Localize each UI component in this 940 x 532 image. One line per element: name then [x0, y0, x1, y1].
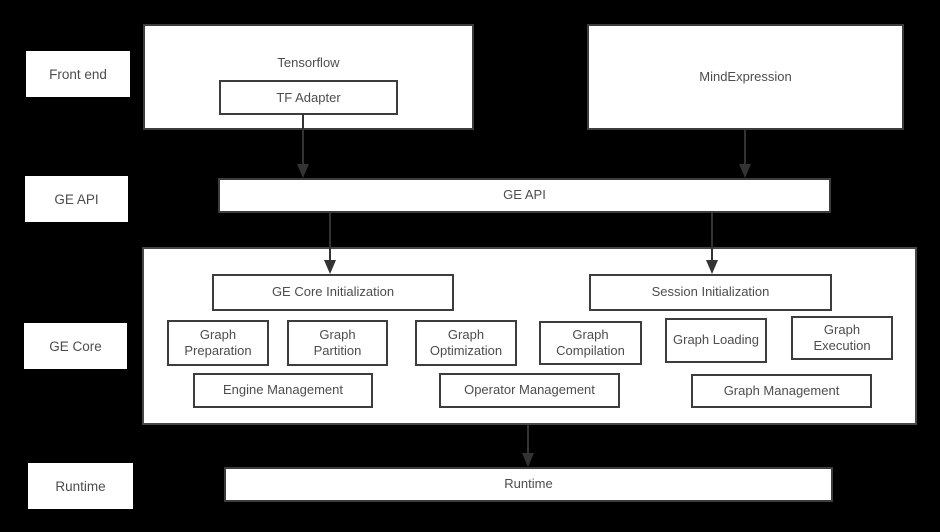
graph-preparation-label: Graph Preparation	[184, 326, 252, 358]
graph-loading-box: Graph Loading	[665, 318, 767, 363]
graph-execution-label: Graph Execution	[813, 321, 871, 353]
row-label-runtime: Runtime	[28, 463, 133, 509]
arrow-ge-core-to-runtime	[522, 425, 534, 467]
arrow-head-icon	[297, 164, 309, 178]
session-initialization-box: Session Initialization	[589, 274, 832, 311]
graph-compilation-label: Graph Compilation	[556, 326, 625, 358]
arrow-shaft	[711, 213, 713, 260]
graph-optimization-box: Graph Optimization	[415, 320, 517, 366]
arrow-head-icon	[522, 453, 534, 467]
arrow-ge-api-to-ge-core-initialization	[324, 213, 336, 274]
row-label-ge-core: GE Core	[24, 323, 127, 369]
graph-compilation-box: Graph Compilation	[539, 321, 642, 365]
operator-management-label: Operator Management	[464, 382, 595, 398]
arrow-head-icon	[706, 260, 718, 274]
row-label-front-end: Front end	[26, 51, 130, 97]
graph-preparation-box: Graph Preparation	[167, 320, 269, 366]
tf-adapter-box: TF Adapter	[219, 80, 398, 116]
engine-management-box: Engine Management	[193, 373, 373, 408]
ge-api-bar: GE API	[218, 178, 831, 213]
mindexpression-label: MindExpression	[699, 68, 792, 84]
ge-core-initialization-label: GE Core Initialization	[271, 284, 395, 300]
ge-api-label: GE API	[503, 187, 546, 203]
tf-adapter-label: TF Adapter	[276, 89, 341, 105]
arrow-tf-adapter-to-ge-api	[297, 114, 309, 178]
runtime-bar: Runtime	[224, 467, 833, 502]
session-initialization-label: Session Initialization	[651, 284, 770, 300]
arrow-shaft	[329, 213, 331, 260]
graph-management-label: Graph Management	[723, 382, 840, 398]
runtime-label: Runtime	[504, 476, 553, 492]
graph-loading-label: Graph Loading	[673, 332, 760, 348]
graph-management-box: Graph Management	[691, 374, 872, 408]
ge-core-initialization-box: GE Core Initialization	[212, 274, 454, 311]
graph-execution-box: Graph Execution	[791, 316, 893, 360]
row-label-ge-api: GE API	[25, 176, 128, 222]
engine-management-label: Engine Management	[223, 382, 343, 398]
graph-partition-label: Graph Partition	[313, 326, 362, 358]
arrow-shaft	[744, 130, 746, 164]
operator-management-box: Operator Management	[439, 373, 620, 408]
tensorflow-box: Tensorflow TF Adapter	[143, 24, 474, 130]
graph-optimization-label: Graph Optimization	[429, 326, 503, 358]
arrow-shaft	[527, 425, 529, 453]
tensorflow-label: Tensorflow	[277, 55, 340, 70]
graph-partition-box: Graph Partition	[287, 320, 388, 366]
arrow-ge-api-to-session-initialization	[706, 213, 718, 274]
arrow-head-icon	[324, 260, 336, 274]
mindexpression-box: MindExpression	[587, 24, 904, 130]
arrow-mindexpression-to-ge-api	[739, 130, 751, 178]
arrow-head-icon	[739, 164, 751, 178]
arrow-shaft	[302, 114, 304, 164]
